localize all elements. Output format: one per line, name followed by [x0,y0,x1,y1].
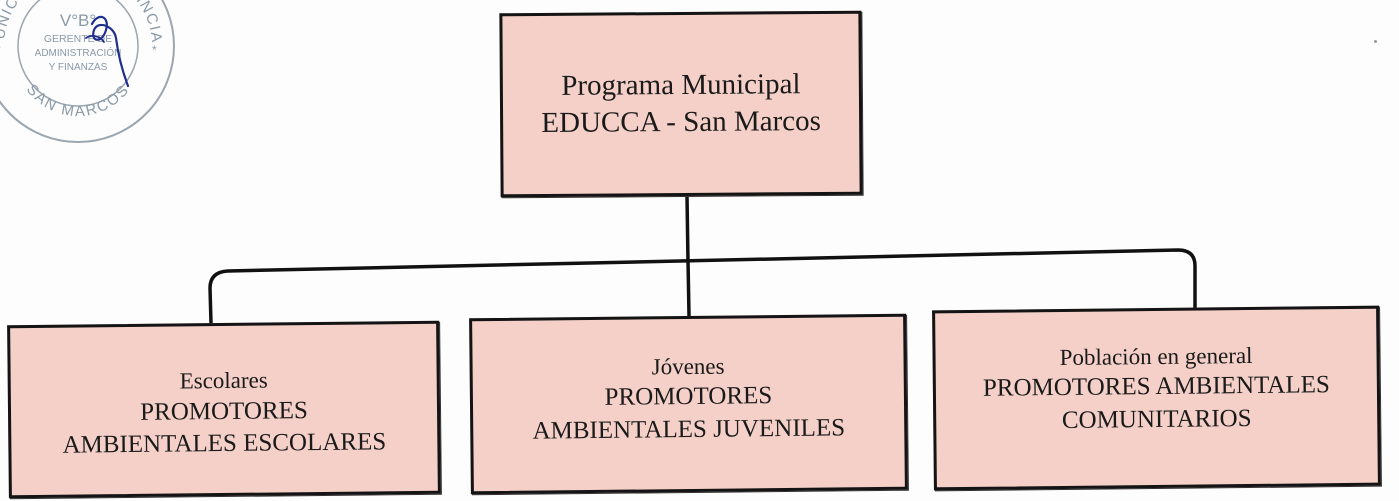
svg-text:ADMINISTRACIÓN: ADMINISTRACIÓN [35,46,122,59]
scan-speck [1374,40,1377,43]
child-node-line-2: AMBIENTALES JUVENILES [532,414,846,445]
svg-text:*: * [0,43,1,57]
svg-text:*: * [152,43,157,57]
municipal-seal-stamp: MUNICIPALIDAD PROVINCIAL SAN MARCOS * * … [0,0,175,143]
child-node-escolares: Escolares PROMOTORES AMBIENTALES ESCOLAR… [7,320,441,499]
child-node-category: Población en general [1059,342,1253,370]
child-node-jovenes: Jóvenes PROMOTORES AMBIENTALES JUVENILES [469,313,908,495]
child-node-category: Jóvenes [651,353,725,379]
child-node-category: Escolares [179,367,268,394]
child-node-line-1: PROMOTORES [604,382,773,412]
child-node-line-2: COMUNITARIOS [1061,404,1252,434]
child-node-line-1: PROMOTORES AMBIENTALES [982,371,1330,403]
root-node-line-2: EDUCCA - San Marcos [541,105,821,139]
bus-to-middle-connector [686,258,691,318]
horizontal-bus-connector [208,248,1197,325]
child-node-line-1: PROMOTORES [140,397,308,426]
svg-text:V°B°: V°B° [60,11,96,30]
child-node-line-2: AMBIENTALES ESCOLARES [62,428,387,460]
root-to-bus-connector [685,194,690,264]
svg-text:Y FINANZAS: Y FINANZAS [49,62,108,73]
root-node-line-1: Programa Municipal [561,68,801,102]
root-node-box: Programa Municipal EDUCCA - San Marcos [499,10,863,198]
child-node-poblacion: Población en general PROMOTORES AMBIENTA… [932,305,1381,491]
